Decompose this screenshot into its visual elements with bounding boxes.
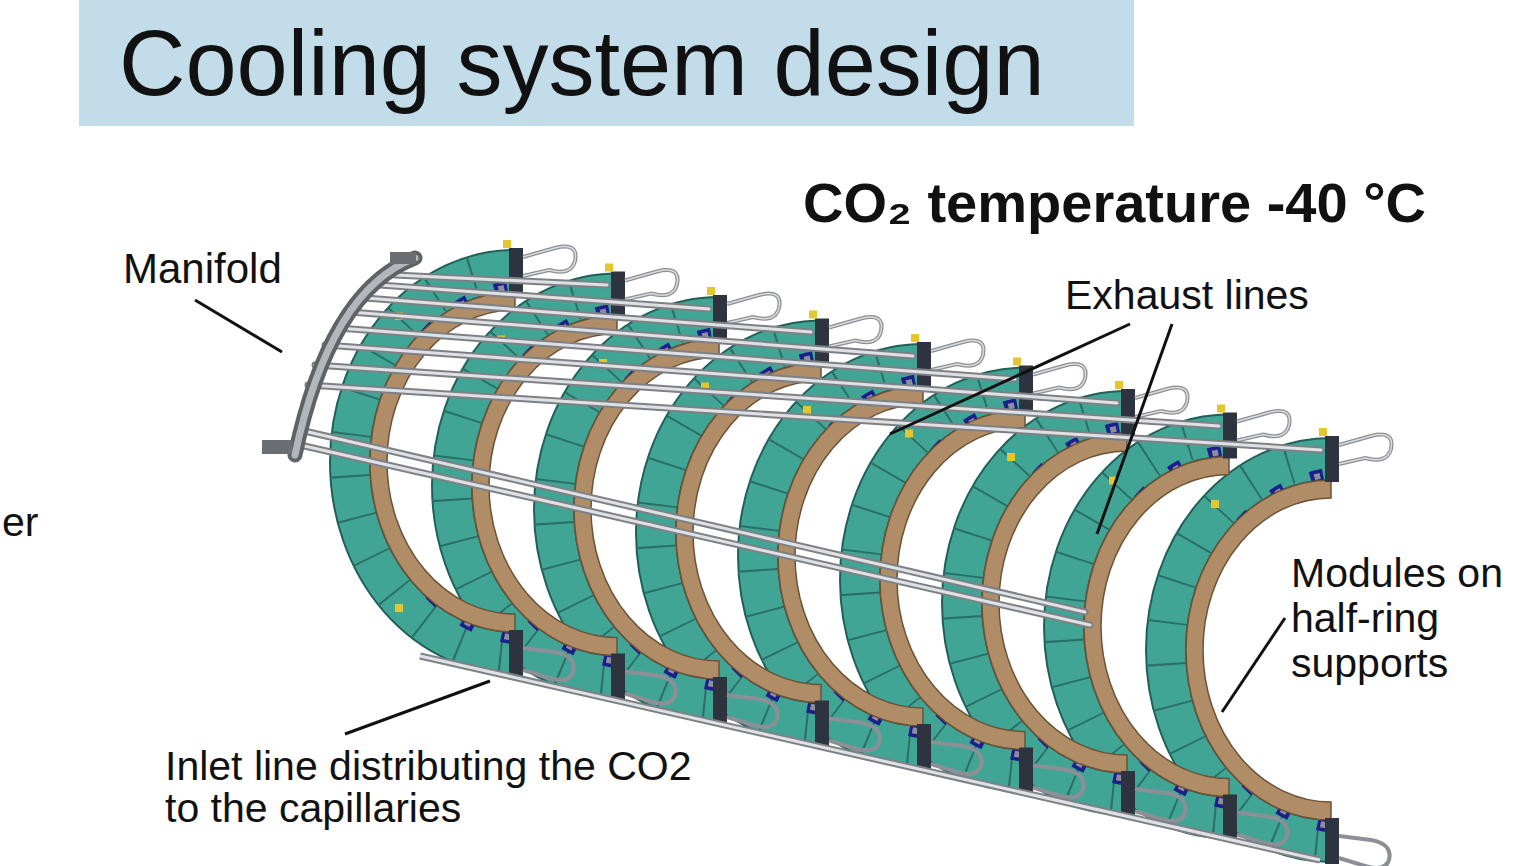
part-label: Manifold [123,246,282,291]
exhaust-line-core [300,275,1321,625]
exhaust-lines [300,275,1321,625]
manifold-pipe [262,252,416,455]
cut-off-text: er [2,500,38,545]
slide-title: Cooling system design [79,17,1045,109]
title-band: Cooling system design [79,0,1134,126]
part-label: Inlet line distributing the CO2 to the c… [165,745,725,829]
leader-lines [195,300,1285,734]
exhaust-line-outline [300,275,1321,625]
part-label: Exhaust lines [1065,273,1309,318]
part-label: Modules on half-ring supports [1291,551,1521,686]
temperature-note: CO₂ temperature -40 °C [803,172,1426,234]
